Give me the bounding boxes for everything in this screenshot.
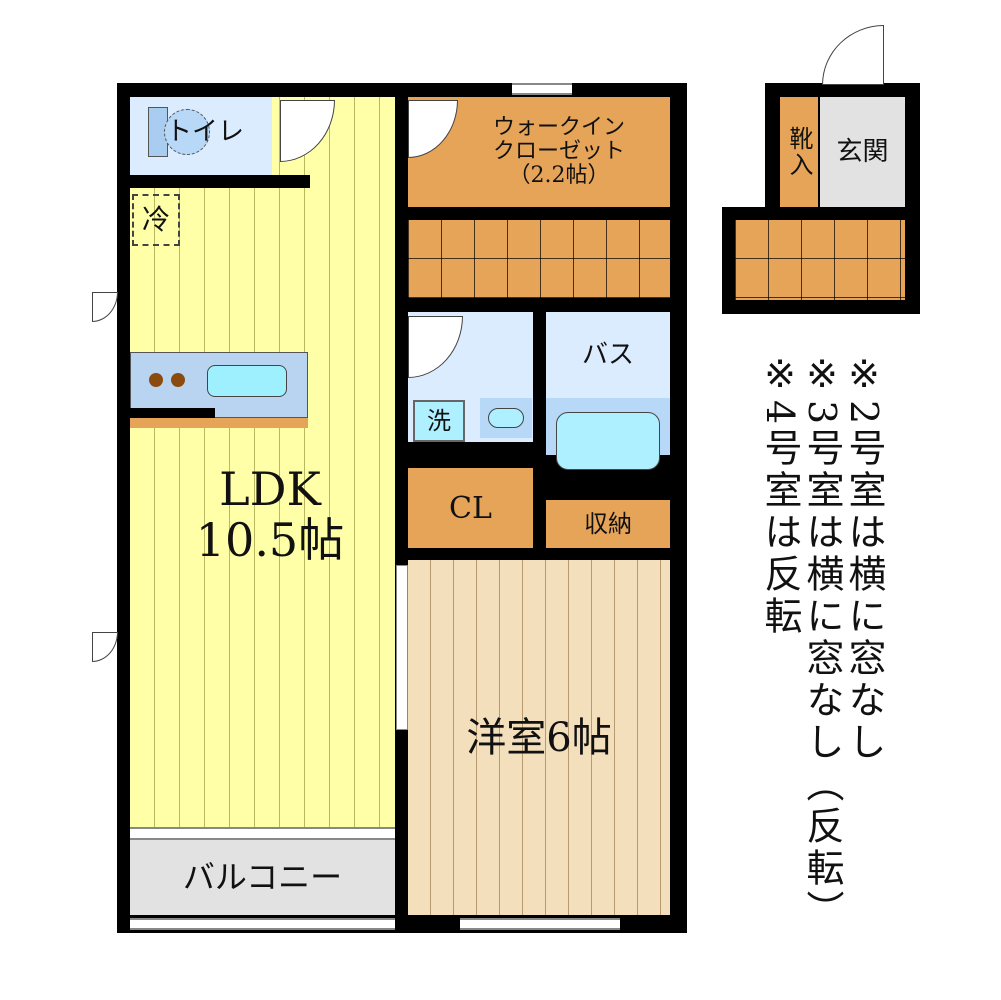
- basin-bowl-icon: [488, 408, 524, 428]
- entrance: 玄関: [820, 97, 905, 207]
- bath-room: バス: [546, 312, 670, 398]
- window-top: [512, 83, 572, 95]
- ldk-floor: [130, 97, 395, 827]
- note-room-3: ※3号室は横に窓なし（反転）: [800, 352, 844, 933]
- western-room: 洋室6帖: [408, 560, 670, 915]
- front-door[interactable]: [822, 25, 884, 85]
- side-door-2[interactable]: [92, 632, 118, 662]
- walk-in-closet-label: ウォークイン クローゼット （2.2帖）: [492, 114, 625, 189]
- storage: 収納: [546, 500, 670, 548]
- stove-burner-icon: [149, 373, 163, 387]
- stove-burner-icon: [171, 373, 185, 387]
- sliding-door[interactable]: [396, 565, 408, 730]
- ldk-size: 10.5帖: [195, 513, 345, 567]
- ldk-label: LDK 10.5帖: [180, 460, 360, 570]
- balcony-window: [130, 827, 395, 840]
- fridge-label: 冷: [132, 194, 180, 246]
- closet-cl: CL: [408, 468, 533, 548]
- western-window: [460, 918, 620, 930]
- entrance-stairs: [735, 220, 905, 300]
- kitchen-counter: [130, 352, 308, 418]
- toilet-label: トイレ: [165, 116, 244, 147]
- western-room-label: 洋室6帖: [466, 714, 612, 761]
- walk-in-closet: ウォークイン クローゼット （2.2帖）: [408, 97, 670, 207]
- toilet-bowl-icon: [164, 109, 210, 155]
- ldk-name: LDK: [219, 462, 321, 517]
- counter-wall: [130, 408, 215, 418]
- note-room-4: ※4号室は反転: [758, 352, 802, 639]
- shoe-storage: 靴入: [780, 97, 818, 207]
- balcony: バルコニー: [130, 840, 395, 915]
- bottom-window: [130, 918, 395, 930]
- bathtub: [546, 398, 670, 470]
- bathtub-icon: [556, 412, 660, 470]
- washer-label: 洗: [413, 400, 465, 442]
- note-room-2: ※2号室は横に窓なし: [842, 352, 886, 765]
- sink-icon: [207, 365, 287, 397]
- toilet-room: トイレ: [130, 97, 272, 175]
- toilet-wall: [125, 175, 310, 188]
- side-door-1[interactable]: [92, 292, 118, 322]
- wash-basin-icon: [480, 398, 532, 438]
- counter-edge: [130, 418, 308, 428]
- stairs: [408, 220, 670, 298]
